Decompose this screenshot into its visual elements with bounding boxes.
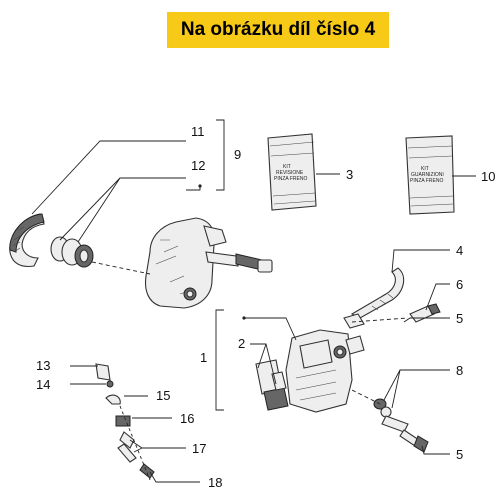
callout-15: 15 [156,388,170,403]
pins-washers-part [373,398,409,433]
kit-label-line3: PINZA FRENO [274,176,307,182]
bleed-screw-part [409,303,441,323]
callout-2: 2 [238,336,245,351]
callout-5-upper: 5 [456,311,463,326]
callout-18: 18 [208,475,222,490]
callout-17: 17 [192,441,206,456]
leader-lines [31,119,476,483]
callout-14: 14 [36,377,50,392]
gasket-kit-box: KIT GUARNIZIONI PINZA FRENO [405,135,455,215]
pad-spring-part [343,267,405,329]
callout-16: 16 [180,411,194,426]
callout-labels: 11 12 9 3 10 4 6 5 1 2 8 5 13 14 15 16 1… [36,124,495,490]
kit-label-line1: KIT [283,164,291,170]
callout-4: 4 [456,243,463,258]
callout-11: 11 [191,124,205,139]
callout-9: 9 [234,147,241,162]
callout-6: 6 [456,277,463,292]
revision-kit-box: KIT REVISIONE PINZA FRENO [267,133,317,211]
callout-5-lower: 5 [456,447,463,462]
callout-3: 3 [346,167,353,182]
seal-rings-part [50,236,94,268]
caliper-body-upper [144,217,273,309]
part-number-banner: Na obrázku díl číslo 4 [167,12,389,48]
callout-8: 8 [456,363,463,378]
kit-label-line2: REVISIONE [276,170,304,176]
callout-10: 10 [481,169,495,184]
brake-pads-part [255,359,289,411]
kit-label-line3: PINZA FRENO [410,178,443,184]
brake-disc-part [9,213,45,268]
callout-12: 12 [191,158,205,173]
caliper-bolt-part [399,429,429,453]
small-parts-group [95,363,155,481]
main-caliper-part [285,329,365,413]
callout-1: 1 [200,350,207,365]
callout-13: 13 [36,358,50,373]
kit-label-line2: GUARNIZIONI [411,172,444,178]
kit-label-line1: KIT [421,166,429,172]
